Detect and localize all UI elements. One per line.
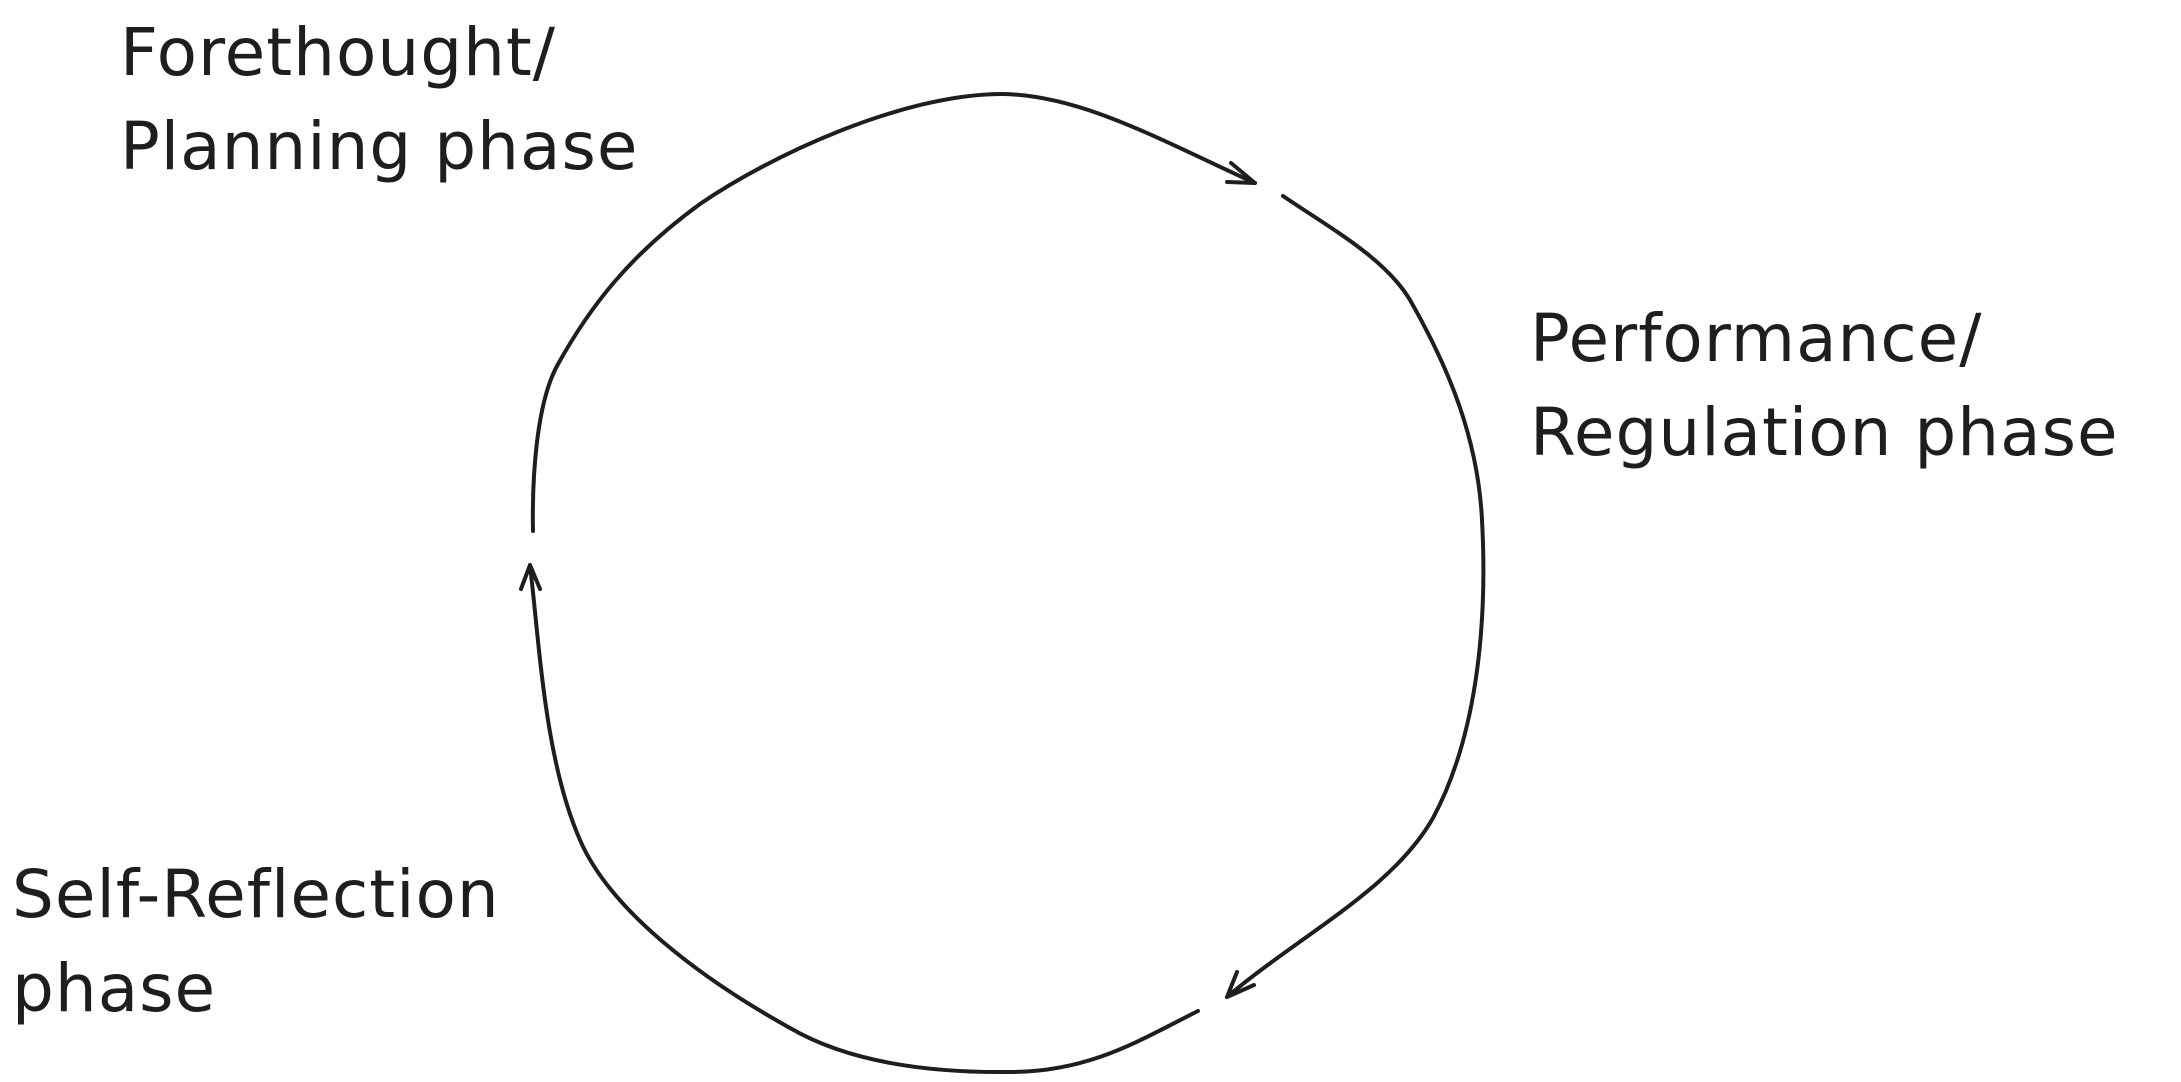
arrow-head-reflection-to-forethought — [519, 563, 542, 591]
phase-label-performance: Performance/ Regulation phase — [1530, 292, 2119, 480]
phase-label-line: phase — [12, 950, 217, 1027]
arrow-head-performance-to-reflection — [1225, 970, 1256, 999]
phase-label-line: Performance/ — [1530, 300, 1983, 377]
arrow-performance-to-reflection — [1225, 194, 1486, 999]
arrow-reflection-to-forethought — [528, 563, 1200, 1075]
phase-label-line: Self-Reflection — [12, 856, 500, 933]
phase-label-line: Regulation phase — [1530, 394, 2119, 471]
phase-label-line: Forethought/ — [120, 14, 557, 91]
arrow-forethought-to-performance — [530, 92, 1257, 533]
phase-label-forethought: Forethought/ Planning phase — [120, 6, 638, 194]
arrow-head-forethought-to-performance — [1225, 161, 1257, 185]
phase-label-reflection: Self-Reflection phase — [12, 848, 500, 1036]
phase-label-line: Planning phase — [120, 108, 639, 185]
